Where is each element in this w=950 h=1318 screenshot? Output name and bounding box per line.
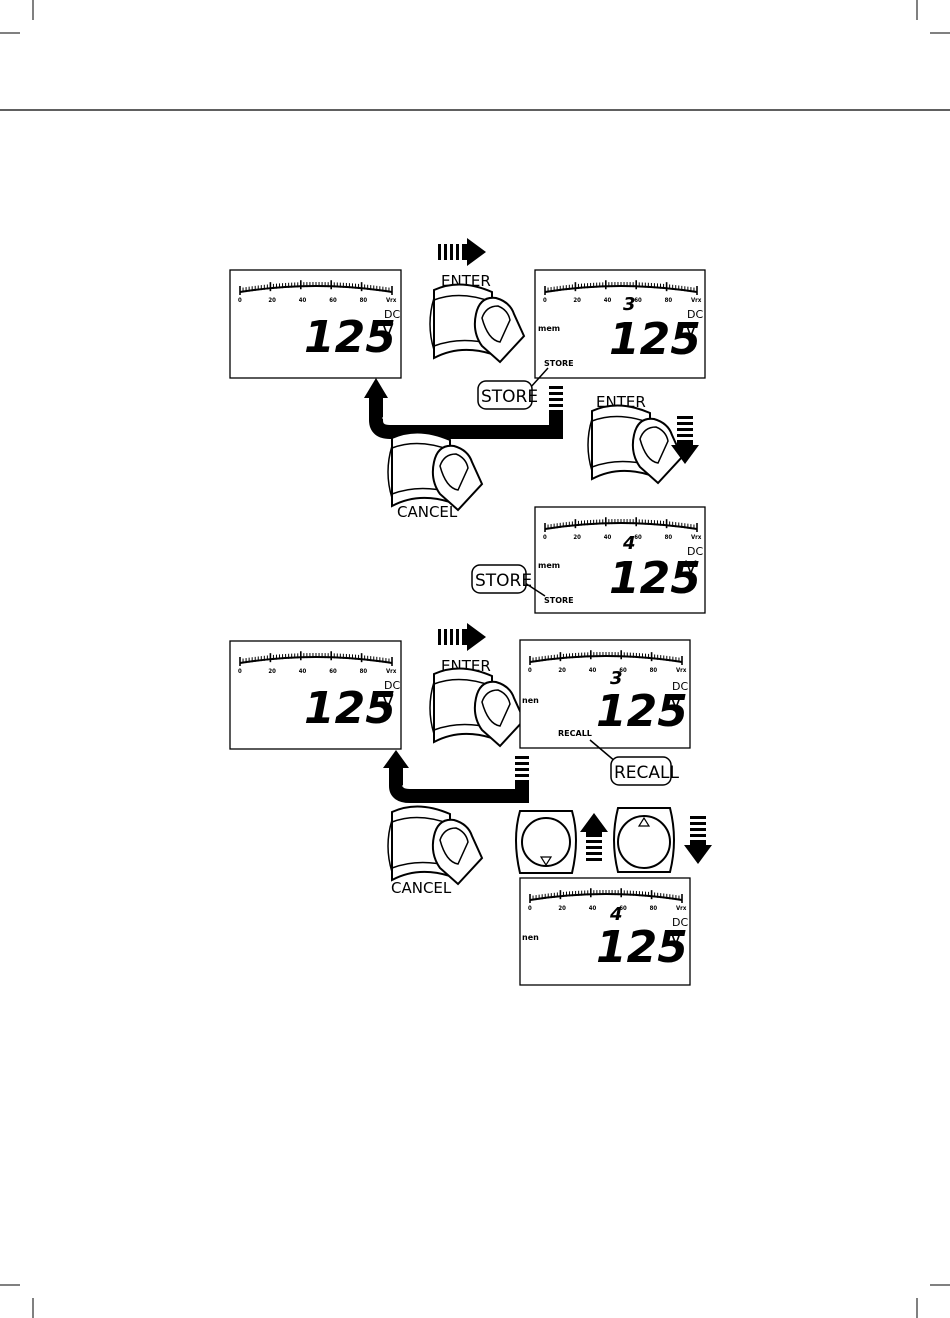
bargraph-tick-label: 40 (299, 668, 307, 675)
bargraph-tick-label: 80 (650, 667, 658, 674)
bargraph-tick-label: 0 (543, 534, 547, 541)
bargraph-tick-label: 60 (329, 297, 337, 304)
lcd-mem-label: mem (538, 324, 560, 333)
down-button[interactable] (516, 811, 576, 873)
bargraph-tick-label: 60 (329, 668, 337, 675)
bargraph-tick-label: 0 (528, 905, 532, 912)
arrow-down-icon (684, 816, 712, 864)
lcd-volt-label: V (382, 321, 394, 341)
enter-button-icon[interactable] (430, 284, 524, 362)
bargraph-tick-label: 20 (268, 668, 276, 675)
bargraph-tick-label: Vrx (676, 667, 687, 674)
bargraph-tick-label: 20 (268, 297, 276, 304)
bargraph-tick-label: 0 (543, 297, 547, 304)
bargraph-tick-label: Vrx (676, 905, 687, 912)
cancel-button-icon[interactable] (388, 432, 482, 510)
lcd-dc-label: DC (672, 680, 688, 693)
enter-button-icon[interactable] (588, 405, 682, 483)
enter-button-icon[interactable] (430, 668, 524, 746)
cancel-label-store: CANCEL (397, 503, 458, 521)
arrow-up-icon (364, 378, 388, 398)
bargraph-tick-label: 80 (360, 668, 368, 675)
arrow-up-icon (580, 813, 608, 861)
arrow-right-icon (438, 623, 486, 651)
lcd-store-indicator: STORE (544, 596, 574, 605)
bargraph-tick-label: 0 (238, 668, 242, 675)
bargraph-tick-label: 80 (360, 297, 368, 304)
bargraph-tick-label: Vrx (691, 534, 702, 541)
recall-callout-label: RECALL (614, 763, 680, 783)
bargraph-tick-label: 20 (573, 534, 581, 541)
bargraph-tick-label: 80 (650, 905, 658, 912)
lcd-store-indicator: STORE (544, 359, 574, 368)
lcd-mem-label: mem (538, 561, 560, 570)
bargraph-tick-label: 20 (573, 297, 581, 304)
bargraph-tick-label: 0 (238, 297, 242, 304)
bargraph-tick-label: Vrx (386, 297, 397, 304)
lcd-mem-label: nen (522, 933, 539, 942)
bargraph-tick-label: Vrx (386, 668, 397, 675)
lcd-dc-label: DC (687, 545, 703, 558)
bargraph-tick-label: 20 (558, 667, 566, 674)
arrow-up-icon (383, 750, 409, 768)
bargraph-tick-label: 0 (528, 667, 532, 674)
cancel-button-icon[interactable] (388, 806, 482, 884)
lcd-volt-label: V (382, 692, 394, 712)
lcd-dc-label: DC (384, 308, 400, 321)
lcd-mem-label: nen (522, 696, 539, 705)
store-callout-label: STORE (481, 387, 538, 407)
bargraph-tick-label: 40 (299, 297, 307, 304)
memory-slot-number: 4 (622, 533, 636, 554)
bargraph-tick-label: Vrx (691, 297, 702, 304)
bargraph-tick-label: 40 (589, 667, 597, 674)
lcd-volt-label: V (685, 558, 697, 578)
lcd-dc-label: DC (384, 679, 400, 692)
lcd-dc-label: DC (672, 916, 688, 929)
memory-slot-number: 3 (623, 294, 636, 315)
up-button[interactable] (614, 808, 674, 872)
bargraph-tick-label: 40 (589, 905, 597, 912)
lcd-volt-label: V (670, 929, 682, 949)
cancel-label-recall: CANCEL (391, 879, 452, 897)
arrow-right-icon (438, 238, 486, 266)
lcd-dc-label: DC (687, 308, 703, 321)
bargraph-tick-label: 20 (558, 905, 566, 912)
lcd-recall-indicator: RECALL (558, 729, 592, 738)
store-callout-label-2: STORE (475, 571, 532, 591)
lcd-volt-label: V (670, 693, 682, 713)
bargraph-tick-label: 80 (665, 297, 673, 304)
lcd-volt-label: V (685, 321, 697, 341)
bargraph-tick-label: 40 (604, 534, 612, 541)
bargraph-tick-label: 80 (665, 534, 673, 541)
bargraph-tick-label: 40 (604, 297, 612, 304)
